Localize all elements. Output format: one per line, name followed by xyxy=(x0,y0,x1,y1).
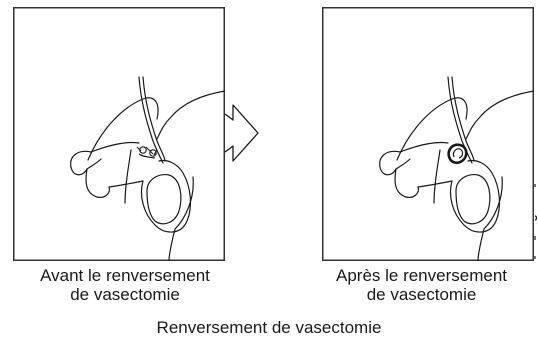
right-arrow-outline-icon xyxy=(224,104,260,162)
panel-frame xyxy=(323,8,534,261)
vas-reconnection xyxy=(449,145,467,163)
caption-after-line1: Après le renversement xyxy=(305,266,538,285)
vas-sutures xyxy=(137,147,157,158)
anatomy-illustration-after xyxy=(322,7,534,261)
caption-before-line1: Avant le renversement xyxy=(0,266,250,285)
panel-after xyxy=(322,7,534,261)
anatomy-illustration-before xyxy=(13,7,225,261)
caption-before: Avant le renversement de vasectomie xyxy=(0,266,250,304)
panel-before xyxy=(13,7,225,261)
caption-before-line2: de vasectomie xyxy=(0,285,250,304)
caption-after: Après le renversement de vasectomie xyxy=(305,266,538,304)
cropped-edge-marks xyxy=(533,180,538,260)
figure-title: Renversement de vasectomie xyxy=(0,318,538,338)
panel-frame xyxy=(14,8,225,261)
body-outline xyxy=(380,77,534,261)
body-outline xyxy=(71,77,225,261)
caption-after-line2: de vasectomie xyxy=(305,285,538,304)
